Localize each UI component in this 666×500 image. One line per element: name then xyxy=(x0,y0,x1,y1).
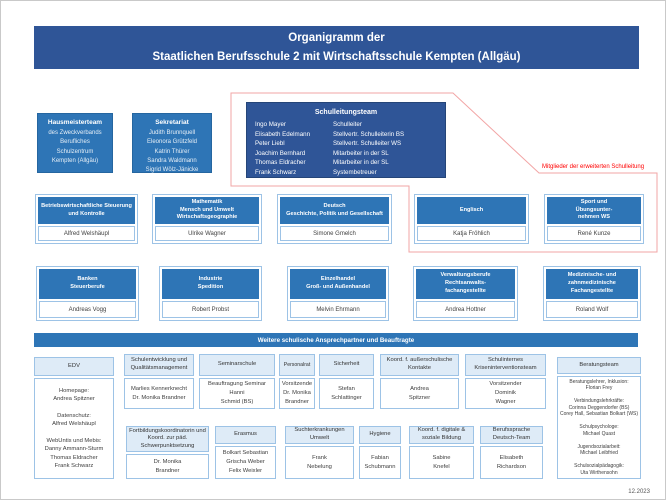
dept-industrie-box: Industrie Spedition Robert Probst xyxy=(159,266,262,321)
edv-body: Homepage: Andrea Spitzner Datenschutz: A… xyxy=(34,378,114,479)
kriseninterventionsteam-box: Schulinternes Kriseninterventionsteam Vo… xyxy=(465,354,546,409)
dept-title: Englisch xyxy=(417,197,526,224)
member-role: Stellvertr. Schulleiterin BS xyxy=(333,130,405,138)
dept-verwaltungsberufe-box: Verwaltungsberufe Rechtsanwalts- fachang… xyxy=(413,266,518,321)
dept-title: Sport und Übungsunter- nehmen WS xyxy=(547,197,641,224)
fortbildungskoordination-box: Fortbildungskoordinatorin und Koord. zur… xyxy=(126,426,209,479)
seminarschule-box: Seminarschule Beauftragung Seminar Hanni… xyxy=(199,354,275,409)
dept-title: Verwaltungsberufe Rechtsanwalts- fachang… xyxy=(416,269,515,299)
grid-box-body: Fabian Schubmann xyxy=(359,446,401,479)
dept-title: Einzelhandel Groß- und Außenhandel xyxy=(290,269,386,299)
dept-mathematik-box: Mathematik Mensch und Umwelt Wirtschafts… xyxy=(152,194,262,244)
dept-head-name: Robert Probst xyxy=(162,301,259,318)
member-name: Ingo Mayer xyxy=(255,121,286,128)
member-name: Elisabeth Edelmann xyxy=(255,130,311,138)
grid-box-title: Erasmus xyxy=(215,426,276,444)
member-role: Systembetreuer xyxy=(333,169,377,177)
dept-title: Industrie Spedition xyxy=(162,269,259,299)
grid-box-title: Suchterkrankungen Umwelt xyxy=(285,426,354,444)
hygiene-box: Hygiene Fabian Schubmann xyxy=(359,426,401,479)
erasmus-box: Erasmus Bolkart Sebastian Grischa Weber … xyxy=(215,426,276,479)
dept-head-name: Ulrike Wagner xyxy=(155,226,259,241)
dept-betriebswirtschaft-box: Betriebswirtschaftliche Steuerung und Ko… xyxy=(35,194,138,244)
title-banner: Organigramm der Staatlichen Berufsschule… xyxy=(34,26,639,69)
dept-banken-box: Banken Steuerberufe Andreas Vogg xyxy=(36,266,139,321)
sekretariat-body: Judith Brunnquell Eleonora Grützfeld Kat… xyxy=(145,130,199,174)
beratungsteam-title: Beratungsteam xyxy=(557,357,641,374)
schulleitungsteam-title: Schulleitungsteam xyxy=(314,109,378,116)
member-name: Joachim Bernhard xyxy=(255,149,306,157)
section-bar: Weitere schulische Ansprechpartner und B… xyxy=(34,333,638,347)
beratungsteam-box: Beratungsteam Beratungslehrer, Inklusion… xyxy=(557,357,641,479)
grid-box-title: Seminarschule xyxy=(199,354,275,376)
title-line-2: Staatlichen Berufsschule 2 mit Wirtschaf… xyxy=(152,50,521,63)
hausmeisterteam-title: Hausmeisterteam xyxy=(47,119,103,126)
member-name: Thomas Eldracher xyxy=(255,159,306,167)
edv-title: EDV xyxy=(34,357,114,376)
grid-box-body: Vorsitzender Dominik Wagner xyxy=(465,378,546,409)
dept-head-name: Simone Gmelch xyxy=(280,226,389,241)
grid-box-body: Frank Nebelung xyxy=(285,446,354,479)
dept-title: Medizinische- und zahnmedizinische Facha… xyxy=(546,269,638,299)
hausmeisterteam-box: Hausmeisterteam des Zweckverbands Berufl… xyxy=(37,113,113,173)
grid-box-body: Andrea Spitzner xyxy=(380,378,459,409)
title-line-1: Organigramm der xyxy=(288,32,385,45)
dept-title: Banken Steuerberufe xyxy=(39,269,136,299)
digitale-soziale-bildung-box: Koord. f. digitale & soziale Bildung Sab… xyxy=(409,426,474,479)
member-role: Mitarbeiter in der SL xyxy=(333,159,389,167)
grid-box-body: Bolkart Sebastian Grischa Weber Felix We… xyxy=(215,446,276,479)
grid-box-title: Koord. f. digitale & soziale Bildung xyxy=(409,426,474,444)
dept-einzelhandel-box: Einzelhandel Groß- und Außenhandel Melvi… xyxy=(287,266,389,321)
member-role: Stellvertr. Schulleiter WS xyxy=(333,140,402,148)
grid-box-body: Beauftragung Seminar Hanni Schmid (BS) xyxy=(199,378,275,409)
member-role: Schulleiter xyxy=(333,121,362,128)
member-role: Mitarbeiter in der SL xyxy=(333,149,389,157)
dept-head-name: Katja Fröhlich xyxy=(417,226,526,241)
schulleitungsteam-box: Schulleitungsteam Ingo Mayer Schulleiter… xyxy=(246,102,446,178)
member-name: Frank Schwarz xyxy=(255,169,297,177)
grid-box-title: Koord. f. außerschulische Kontakte xyxy=(380,354,459,376)
dept-title: Deutsch Geschichte, Politik und Gesellsc… xyxy=(280,197,389,224)
dept-head-name: Andreas Vogg xyxy=(39,301,136,318)
grid-box-body: Vorsitzende Dr. Monika Brandner xyxy=(279,378,315,409)
dept-head-name: Roland Wolf xyxy=(546,301,638,318)
personalrat-box: Personalrat Vorsitzende Dr. Monika Brand… xyxy=(279,354,315,409)
grid-box-title: Schulentwicklung und Qualitätsmanagement xyxy=(124,354,194,376)
ausserschulische-kontakte-box: Koord. f. außerschulische Kontakte Andre… xyxy=(380,354,459,409)
extended-leadership-note: Mitglieder der erweiterten Schulleitung xyxy=(542,164,645,170)
dept-title: Betriebswirtschaftliche Steuerung und Ko… xyxy=(38,197,135,224)
dept-medizinische-box: Medizinische- und zahnmedizinische Facha… xyxy=(543,266,641,321)
grid-box-title: Berufssprache Deutsch-Team xyxy=(480,426,543,444)
grid-box-title: Sicherheit xyxy=(319,354,374,376)
dept-head-name: René Kunze xyxy=(547,226,641,241)
grid-box-title: Personalrat xyxy=(279,354,315,376)
grid-box-title: Hygiene xyxy=(359,426,401,444)
footer-date: 12.2023 xyxy=(628,489,650,495)
dept-deutsch-box: Deutsch Geschichte, Politik und Gesellsc… xyxy=(277,194,392,244)
dept-sport-box: Sport und Übungsunter- nehmen WS René Ku… xyxy=(544,194,644,244)
dept-head-name: Melvin Ehrmann xyxy=(290,301,386,318)
grid-box-title: Fortbildungskoordinatorin und Koord. zur… xyxy=(126,426,209,452)
leadership-member-list: Ingo Mayer Schulleiter Elisabeth Edelman… xyxy=(255,120,437,178)
grid-box-body: Dr. Monika Brandner xyxy=(126,454,209,479)
sicherheit-box: Sicherheit Stefan Schlattinger xyxy=(319,354,374,409)
member-name: Peter Liebl xyxy=(255,140,285,148)
beratungsteam-body: Beratungslehrer, Inklusion: Florian Frey… xyxy=(557,376,641,479)
grid-box-body: Marlies Kennerknecht Dr. Monika Brandner xyxy=(124,378,194,409)
sekretariat-title: Sekretariat xyxy=(155,119,189,126)
grid-box-body: Elisabeth Richardson xyxy=(480,446,543,479)
dept-englisch-box: Englisch Katja Fröhlich xyxy=(414,194,529,244)
grid-box-body: Sabine Knefel xyxy=(409,446,474,479)
suchterkrankungen-box: Suchterkrankungen Umwelt Frank Nebelung xyxy=(285,426,354,479)
dept-head-name: Andrea Hottner xyxy=(416,301,515,318)
sekretariat-box: Sekretariat Judith Brunnquell Eleonora G… xyxy=(132,113,212,173)
hausmeisterteam-body: des Zweckverbands Berufliches Schulzentr… xyxy=(48,130,102,164)
grid-box-body: Stefan Schlattinger xyxy=(319,378,374,409)
grid-box-title: Schulinternes Kriseninterventionsteam xyxy=(465,354,546,376)
dept-title: Mathematik Mensch und Umwelt Wirtschafts… xyxy=(155,197,259,224)
edv-box: EDV Homepage: Andrea Spitzner Datenschut… xyxy=(34,357,114,479)
dept-head-name: Alfred Welshäupl xyxy=(38,226,135,241)
berufssprache-deutsch-box: Berufssprache Deutsch-Team Elisabeth Ric… xyxy=(480,426,543,479)
schulentwicklung-box: Schulentwicklung und Qualitätsmanagement… xyxy=(124,354,194,409)
